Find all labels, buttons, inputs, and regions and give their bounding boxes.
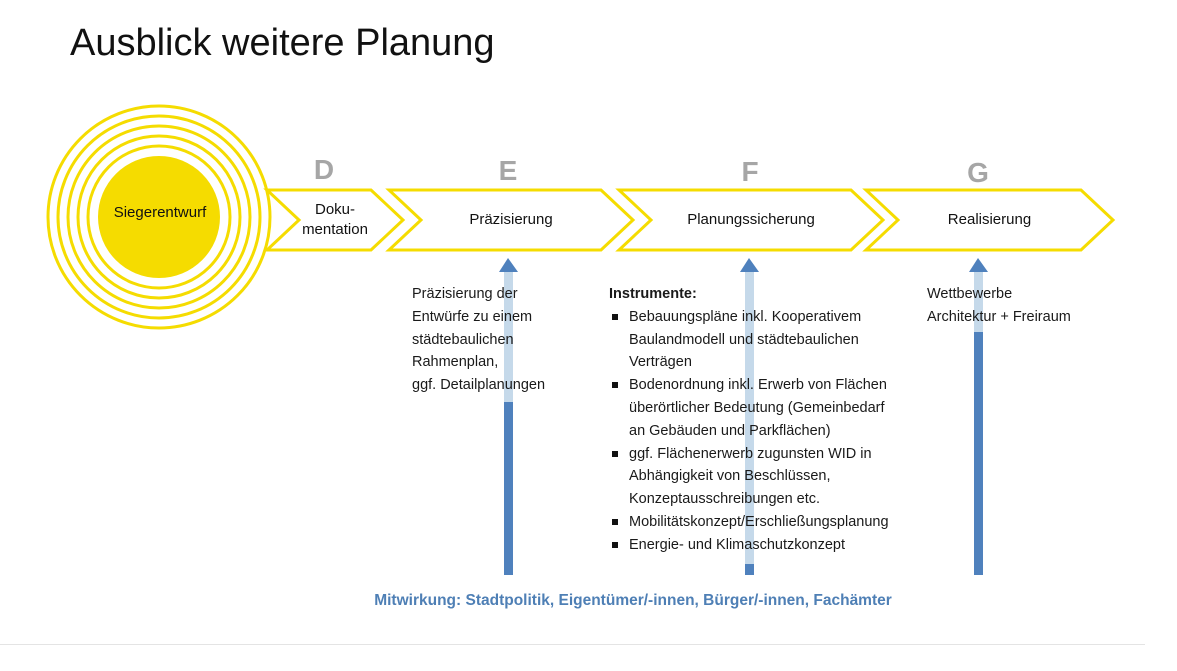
description-e: Präzisierung der Entwürfe zu einem städt… <box>412 283 602 397</box>
phase-letter-f: F <box>741 156 759 187</box>
sun-core <box>98 156 220 278</box>
list-item-line: Abhängigkeit von Beschlüssen, <box>629 468 831 485</box>
list-item: Bodenordnung inkl. Erwerb von Flächen üb… <box>609 374 939 442</box>
list-item-line: ggf. Flächenerwerb zugunsten WID in <box>629 445 872 462</box>
sun-ring-1 <box>86 144 232 290</box>
sun-ring-3 <box>66 124 252 310</box>
phase-letter-g: G <box>967 157 989 188</box>
arrow-e <box>499 258 518 575</box>
chevron-d <box>263 188 406 252</box>
arrow-g-shaft-light <box>974 268 983 332</box>
list-item-line: überörtlicher Bedeutung (Gemeinbedarf <box>629 399 885 416</box>
phase-label-d-line-1: Doku- <box>314 200 355 218</box>
footer-participation: Mitwirkung: Stadtpolitik, Eigentümer/-in… <box>374 592 892 609</box>
list-item-line: Bebauungspläne inkl. Kooperativem <box>629 308 862 325</box>
list-item-line: Verträgen <box>629 354 692 371</box>
phase-label-g: Realisierung <box>898 196 1081 244</box>
phase-label-g-line-1: Realisierung <box>947 210 1032 228</box>
list-item-line: an Gebäuden und Parkflächen) <box>629 422 831 439</box>
list-item: Bebauungspläne inkl. Kooperativem Baulan… <box>609 306 939 374</box>
arrow-g <box>969 258 988 575</box>
list-item: Mobilitätskonzept/Erschließungsplanung <box>609 511 939 534</box>
list-item: Energie- und Klimaschutzkonzept <box>609 534 939 557</box>
description-e-line: ggf. Detailplanungen <box>412 377 546 394</box>
list-item: ggf. Flächenerwerb zugunsten WID in Abhä… <box>609 443 939 511</box>
sun-ring-2 <box>76 134 242 300</box>
arrow-e-shaft-dark <box>504 402 513 575</box>
list-item-line: Mobilitätskonzept/Erschließungsplanung <box>629 513 889 530</box>
sun-rings <box>46 104 272 330</box>
chevron-e <box>385 188 636 252</box>
bottom-divider <box>0 644 1145 645</box>
arrow-f-shaft-dark <box>745 564 754 575</box>
description-g-line: Architektur + Freiraum <box>927 308 1071 325</box>
sun-ring-4 <box>56 114 262 320</box>
phase-label-d: Doku- mentation <box>290 196 380 244</box>
phase-letter-d: D <box>313 154 335 185</box>
chevron-g <box>862 188 1116 252</box>
arrow-g-shaft-dark <box>974 332 983 575</box>
phase-label-f-line-1: Planungssicherung <box>687 210 815 228</box>
list-item-line: Bodenordnung inkl. Erwerb von Flächen <box>629 377 887 394</box>
arrow-f-shaft-light <box>745 268 754 564</box>
phase-letter-e: E <box>498 155 518 186</box>
list-item-line: Konzeptausschreibungen etc. <box>629 491 821 508</box>
description-g: Wettbewerbe Architektur + Freiraum <box>927 283 1127 329</box>
description-e-line: Präzisierung der <box>412 286 518 302</box>
phase-label-f: Planungssicherung <box>651 196 851 244</box>
chevron-f <box>615 188 886 252</box>
arrow-g-head <box>969 258 988 272</box>
start-label: Siegerentwurf <box>113 204 207 221</box>
description-g-line: Wettbewerbe <box>927 286 1013 302</box>
arrow-f-head <box>740 258 759 272</box>
phase-label-d-line-2: mentation <box>302 221 368 238</box>
description-e-line: städtebaulichen <box>412 331 514 348</box>
arrow-e-head <box>499 258 518 272</box>
list-item-line: Baulandmodell und städtebaulichen <box>629 331 859 348</box>
arrow-e-shaft-light <box>504 268 513 402</box>
description-e-line: Entwürfe zu einem <box>412 308 533 325</box>
page-title: Ausblick weitere Planung <box>70 22 495 64</box>
description-e-line: Rahmenplan, <box>412 354 499 371</box>
phase-label-e: Präzisierung <box>421 196 601 244</box>
list-item-line: Energie- und Klimaschutzkonzept <box>629 536 846 553</box>
sun-ring-5 <box>46 104 272 330</box>
instruments-heading: Instrumente: <box>609 286 697 302</box>
description-f: Instrumente: Bebauungspläne inkl. Kooper… <box>609 283 939 557</box>
phase-label-e-line-1: Präzisierung <box>469 210 553 228</box>
instruments-list: Bebauungspläne inkl. Kooperativem Baulan… <box>609 306 939 557</box>
phase-chevrons <box>263 188 1116 252</box>
arrow-f <box>740 258 759 575</box>
